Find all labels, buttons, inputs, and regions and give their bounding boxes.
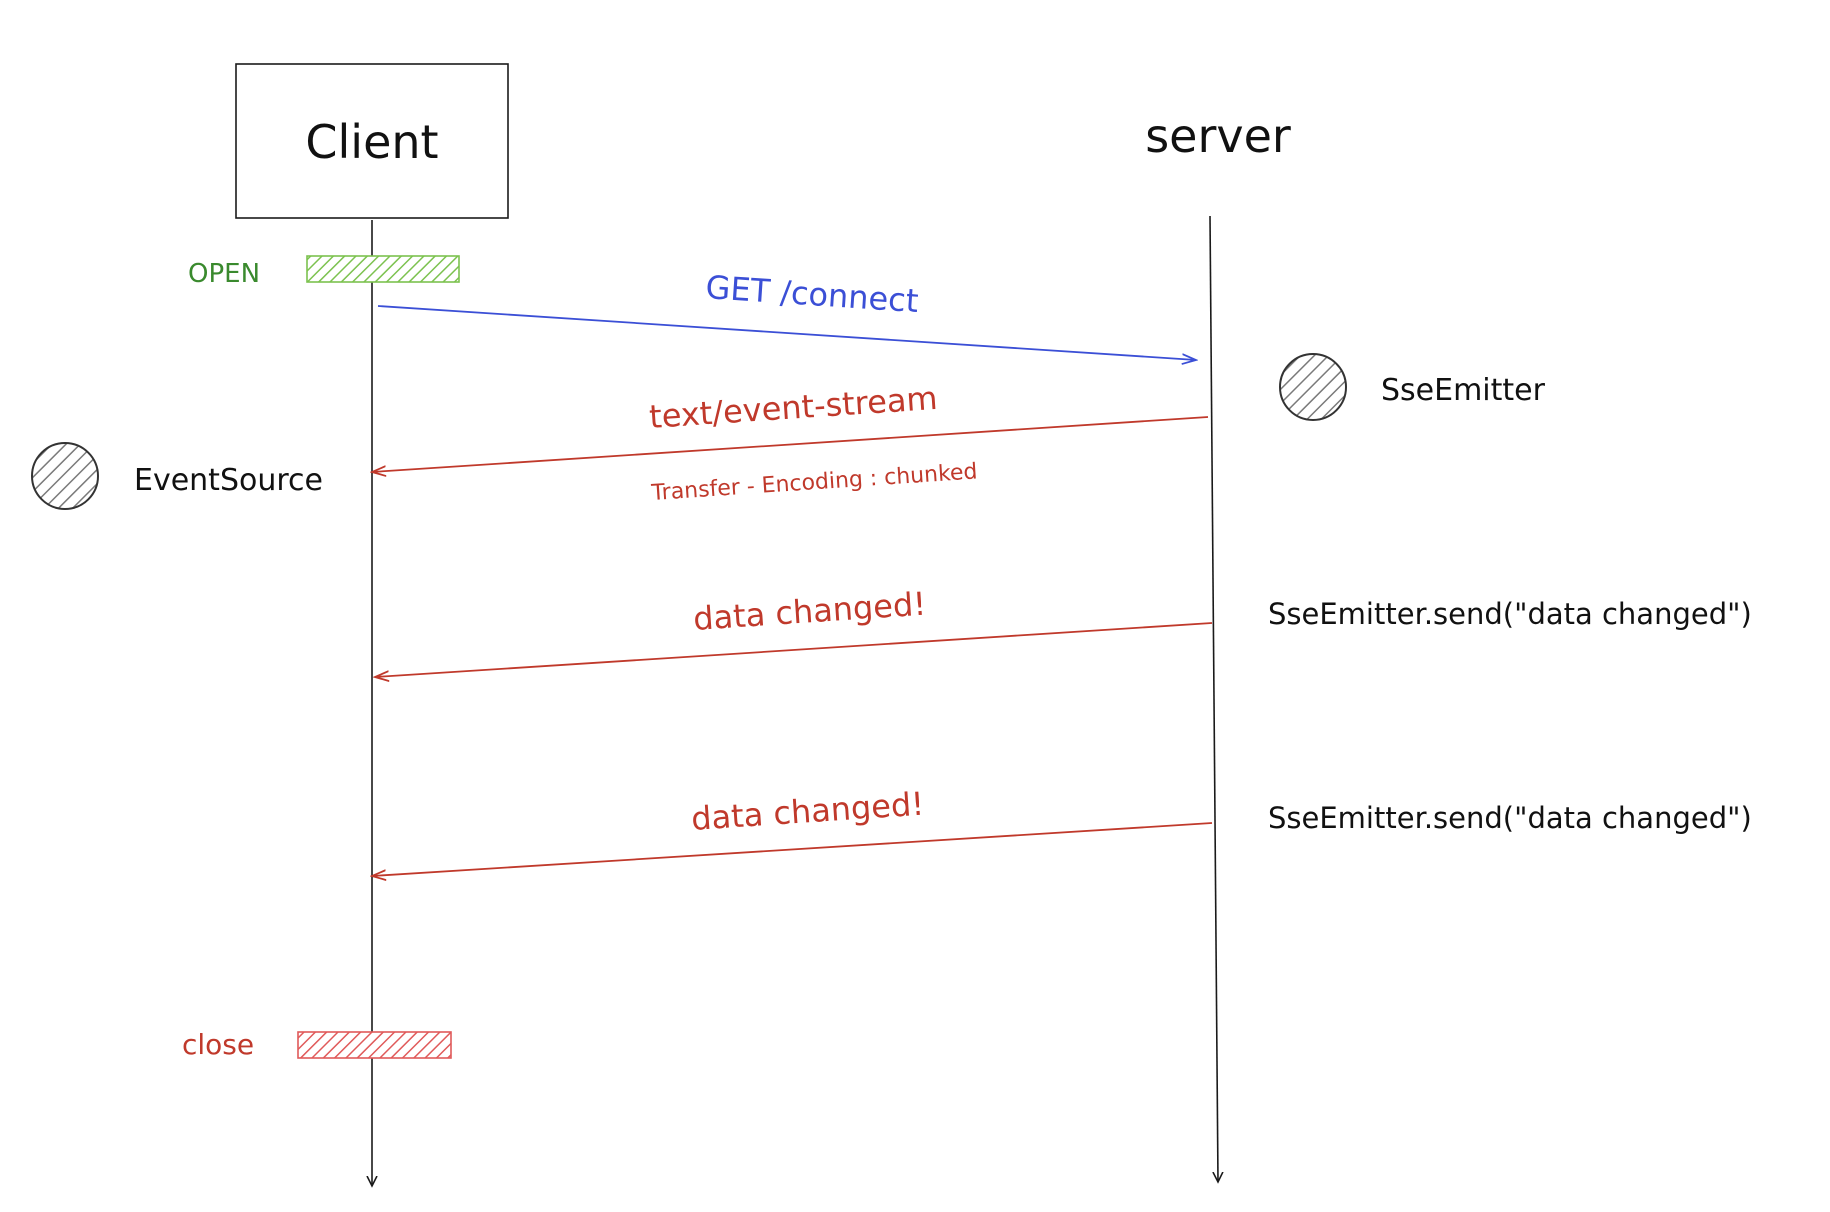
transfer-encoding-label: Transfer - Encoding : chunked (650, 459, 978, 506)
get-connect-arrow (377, 305, 1196, 360)
close-state-label: close (182, 1028, 254, 1061)
event-stream-label: text/event-stream (648, 379, 939, 436)
client-participant-label: Client (305, 115, 438, 169)
sse-emitter-label: SseEmitter (1381, 373, 1546, 408)
data-changed-arrow-1 (375, 622, 1213, 677)
close-state-bar (297, 1031, 452, 1059)
server-participant-label: server (1145, 109, 1291, 163)
event-source-object-icon (31, 442, 99, 510)
sse-emitter-send-label-2: SseEmitter.send("data changed") (1268, 801, 1752, 835)
client-participant-box (235, 63, 509, 219)
data-changed-arrow-2 (372, 822, 1213, 876)
event-stream-arrow (372, 416, 1209, 472)
server-lifeline (1209, 215, 1218, 1182)
sse-emitter-object-icon (1279, 353, 1347, 421)
get-connect-label: GET /connect (704, 268, 919, 320)
data-changed-label-2: data changed! (690, 785, 925, 838)
open-state-label: OPEN (188, 259, 260, 289)
data-changed-label-1: data changed! (692, 585, 927, 638)
event-source-label: EventSource (134, 463, 323, 498)
open-state-bar (306, 255, 460, 283)
sse-emitter-send-label-1: SseEmitter.send("data changed") (1268, 597, 1752, 631)
